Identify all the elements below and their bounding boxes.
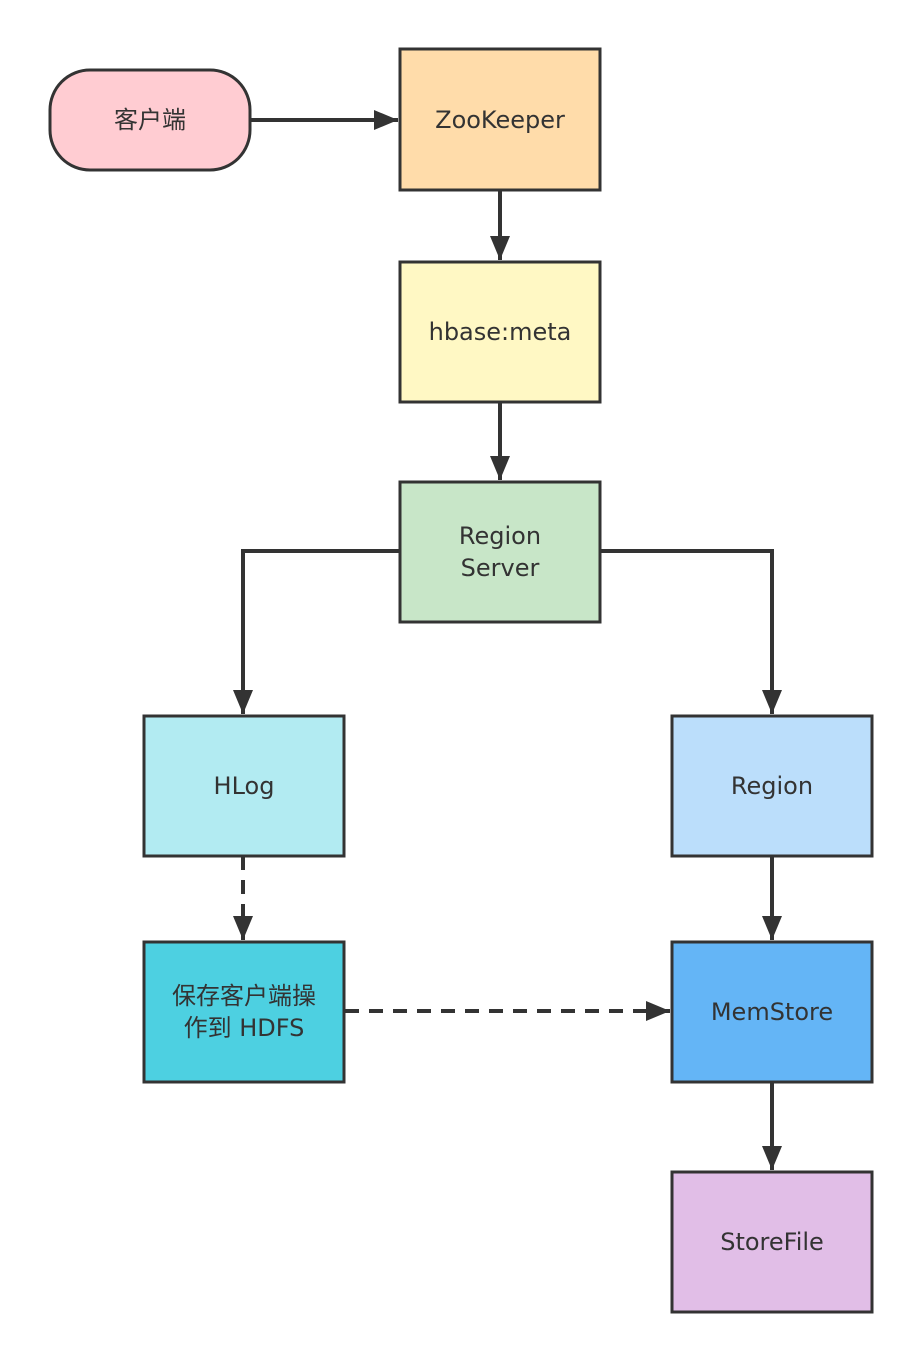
node-hbase-meta-label: hbase:meta [429,318,572,346]
node-memstore-shape [670,940,874,1084]
node-region-shape [670,714,874,858]
node-save-hdfs: 保存客户端操作到 HDFS [142,940,346,1084]
node-region: Region [670,714,874,858]
node-region-server-label-line-1: Server [461,554,540,582]
node-hlog-shape [142,714,346,858]
node-storefile-label-line-0: StoreFile [720,1228,824,1256]
node-region-label: Region [731,772,813,800]
node-zookeeper-label-line-0: ZooKeeper [435,106,565,134]
node-hlog: HLog [142,714,346,858]
node-client: 客户端 [48,68,252,172]
node-zookeeper-shape [398,47,602,192]
node-zookeeper-label: ZooKeeper [435,106,565,134]
node-client-label: 客户端 [114,106,186,134]
node-hlog-label-line-0: HLog [214,772,275,800]
edge-regionserver-to-hlog [233,549,400,714]
node-save-hdfs-label-line-0: 保存客户端操 [172,982,316,1010]
node-client-label-line-0: 客户端 [114,106,186,134]
node-hbase-meta: hbase:meta [398,260,602,404]
node-storefile-shape [670,1170,874,1314]
node-hbase-meta-label-line-0: hbase:meta [429,318,572,346]
edge-regionserver-to-region [600,549,782,714]
node-save-hdfs-label-line-1: 作到 HDFS [184,1014,305,1042]
node-storefile: StoreFile [670,1170,874,1314]
node-client-shape [48,68,252,172]
node-storefile-label: StoreFile [720,1228,824,1256]
node-memstore-label: MemStore [711,998,833,1026]
node-save-hdfs-label: 保存客户端操作到 HDFS [172,982,316,1042]
node-zookeeper: ZooKeeper [398,47,602,192]
node-region-server-shape [398,480,602,624]
node-memstore: MemStore [670,940,874,1084]
node-region-label-line-0: Region [731,772,813,800]
node-hlog-label: HLog [214,772,275,800]
node-save-hdfs-shape [142,940,346,1084]
node-hbase-meta-shape [398,260,602,404]
node-region-server-label-line-0: Region [459,522,541,550]
node-memstore-label-line-0: MemStore [711,998,833,1026]
